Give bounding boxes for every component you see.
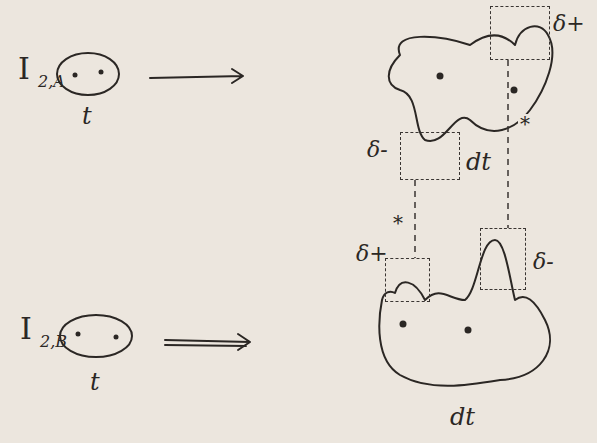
dot	[437, 73, 444, 80]
dashed-region-box: δ-	[400, 132, 460, 180]
variable: t	[90, 370, 100, 394]
ellipse	[60, 315, 132, 357]
connector-mark: *	[391, 213, 405, 233]
subscript: 2,B	[40, 334, 67, 350]
region-label: δ-	[533, 251, 554, 273]
dot	[400, 321, 407, 328]
dot	[114, 335, 119, 340]
dashed-region-box: δ+	[385, 258, 430, 302]
region-label: δ+	[356, 243, 388, 265]
symbol: I	[20, 314, 32, 344]
dashed-region-box: δ-	[480, 228, 526, 290]
dot	[465, 327, 472, 334]
region-label: δ+	[553, 13, 585, 35]
deformed-shape	[389, 26, 553, 141]
symbol: I	[18, 54, 30, 84]
arrow	[165, 334, 250, 350]
dashed-region-box: δ+	[490, 6, 550, 60]
dot	[73, 73, 78, 78]
variable: dt	[466, 150, 491, 174]
subscript: 2,A	[38, 74, 65, 90]
deformed-shape	[379, 240, 550, 386]
variable: dt	[450, 405, 475, 429]
dashed-connector	[507, 60, 509, 228]
arrow	[150, 69, 243, 83]
region-label: δ-	[367, 139, 388, 161]
dot	[76, 332, 81, 337]
ellipse	[57, 53, 119, 95]
dot	[511, 87, 518, 94]
variable: t	[82, 104, 92, 128]
dot	[99, 70, 104, 75]
connector-mark: *	[518, 114, 532, 134]
dashed-connector	[414, 180, 416, 258]
